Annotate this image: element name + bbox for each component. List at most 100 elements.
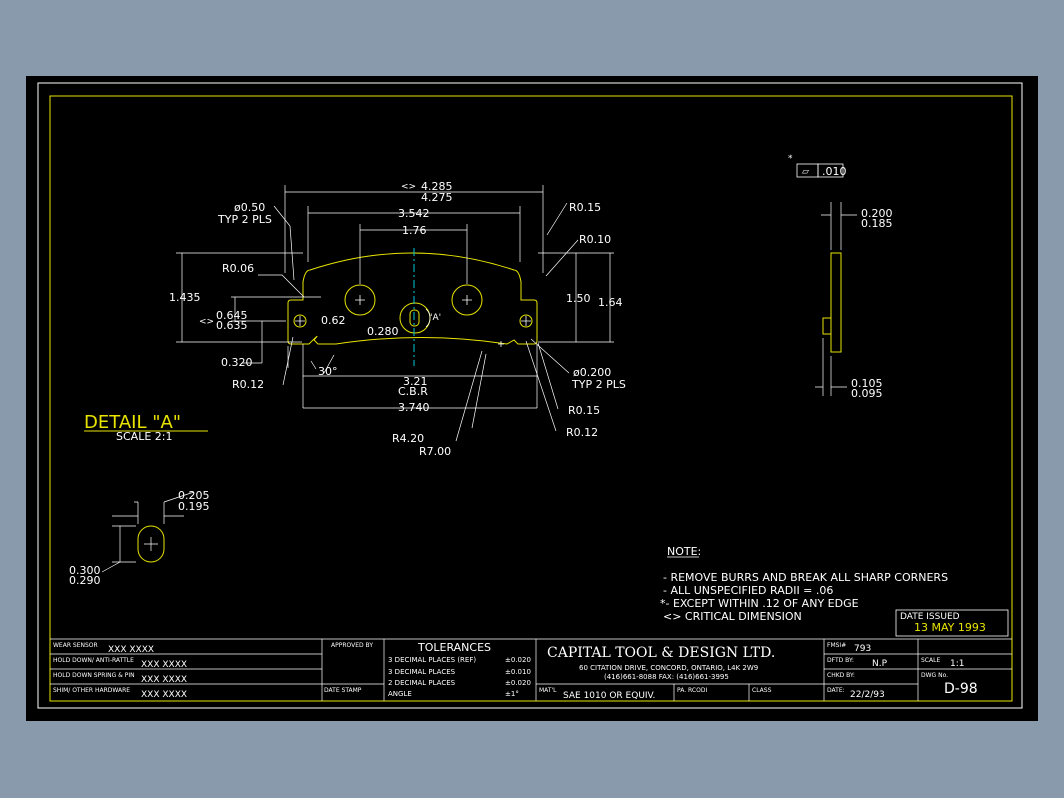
drawn-by-value: N.P (872, 659, 888, 669)
detail-title: DETAIL "A" (84, 412, 181, 433)
detail-0300: 0.300 (69, 564, 101, 577)
date-stamp-label: DATE STAMP (324, 687, 362, 694)
row-value: XXX XXXX (141, 660, 187, 670)
cad-drawing: ▱ .010 * <> 4.285 4.275 3.542 1.76 ø0.50… (37, 82, 1023, 709)
dimension-lines (176, 185, 614, 442)
notes-block: NOTE: - REMOVE BURRS AND BREAK ALL SHARP… (660, 545, 948, 623)
dim-30deg: 30° (318, 365, 338, 378)
detail-a-arc (425, 308, 431, 328)
row-value: XXX XXXX (108, 645, 154, 655)
center-slot (409, 309, 420, 327)
date-value: 22/2/93 (850, 690, 885, 700)
dim-dia050: ø0.50 (234, 201, 265, 214)
tol-value: ±1° (505, 690, 519, 698)
hole-center (399, 302, 431, 334)
dim-4285: 4.285 (421, 180, 453, 193)
detail-slot (137, 525, 165, 563)
row-label: HOLD DOWN/ ANTI-RATTLE (53, 657, 134, 664)
brake-pad-profile (287, 252, 538, 345)
dim-r010: R0.10 (579, 233, 611, 246)
outer-border (37, 82, 1023, 709)
dim-4275: 4.275 (421, 191, 453, 204)
dim-r012-left: R0.12 (232, 378, 264, 391)
inner-border (49, 95, 1013, 702)
pin-hole-left (293, 314, 307, 328)
hole-left (344, 284, 376, 316)
dwg-no-value: D-98 (944, 681, 978, 697)
approved-by-label: APPROVED BY (331, 642, 373, 649)
dim-0645: 0.645 (216, 309, 248, 322)
company-phone: (416)661-8088 FAX: (416)661-3995 (604, 673, 729, 681)
company-name: CAPITAL TOOL & DESIGN LTD. (547, 645, 775, 661)
dim-062: 0.62 (321, 314, 346, 327)
dim-0185: 0.185 (861, 217, 893, 230)
row-value: XXX XXXX (141, 675, 187, 685)
dim-0320: 0.320 (221, 356, 253, 369)
dim-0280: 0.280 (367, 325, 399, 338)
tol-value: ±0.020 (505, 679, 531, 687)
detail-a: DETAIL "A" SCALE 2:1 0.205 0.195 0.300 0… (69, 412, 210, 587)
note-item: - ALL UNSPECIFIED RADII = .06 (663, 584, 833, 597)
dim-321: 3.21 (403, 375, 428, 388)
pad-outline (287, 252, 538, 345)
dim-0095: 0.095 (851, 387, 883, 400)
dim-0200: 0.200 (861, 207, 893, 220)
row-label: HOLD DOWN SPRING & PIN (53, 672, 135, 679)
dim-cbr: C.B.R (398, 385, 428, 398)
fmsi-label: FMSI# (827, 642, 846, 649)
flatness-frame: ▱ .010 * (788, 154, 847, 178)
tol-label: 3 DECIMAL PLACES (388, 668, 456, 676)
fmsi-value: 793 (854, 644, 871, 654)
date-label: DATE: (827, 687, 845, 694)
tol-label: 3 DECIMAL PLACES (REF) (388, 656, 476, 664)
dim-r420: R4.20 (392, 432, 424, 445)
dim-r015-bot: R0.15 (568, 404, 600, 417)
dim-3740: 3.740 (398, 401, 430, 414)
scale-value: 1:1 (950, 659, 964, 669)
matl-label: MAT'L (539, 687, 557, 694)
dim-r006: R0.06 (222, 262, 254, 275)
dim-typ2pls-b: TYP 2 PLS (571, 378, 626, 391)
dim-150: 1.50 (566, 292, 591, 305)
critical-mark-top: <> (401, 182, 416, 192)
dim-dia0200: ø0.200 (573, 366, 611, 379)
scale-label: SCALE (921, 657, 940, 664)
note-item: *- EXCEPT WITHIN .12 OF ANY EDGE (660, 597, 859, 610)
title-block (50, 638, 1012, 701)
dim-164: 1.64 (598, 296, 623, 309)
note-item: <> CRITICAL DIMENSION (663, 610, 802, 623)
row-label: WEAR SENSOR (53, 642, 98, 649)
flatness-symbol: ▱ (802, 167, 809, 177)
dim-r700: R7.00 (419, 445, 451, 458)
tol-label: ANGLE (388, 690, 412, 698)
dim-1435: 1.435 (169, 291, 201, 304)
tolerances-title: TOLERANCES (417, 641, 491, 654)
tol-value: ±0.020 (505, 656, 531, 664)
checked-by-label: CHKD BY: (827, 672, 855, 679)
pin-hole-right (519, 314, 533, 328)
dim-typ2pls: TYP 2 PLS (217, 213, 272, 226)
drawing-sheet: ▱ .010 * <> 4.285 4.275 3.542 1.76 ø0.50… (26, 76, 1038, 721)
flatness-star: * (788, 154, 793, 164)
side-view (815, 202, 857, 396)
date-issued-box: DATE ISSUED 13 MAY 1993 (895, 609, 1009, 637)
detail-0195: 0.195 (178, 500, 210, 513)
tol-label: 2 DECIMAL PLACES (388, 679, 456, 687)
notes-heading: NOTE: (667, 545, 701, 558)
dimension-texts: <> 4.285 4.275 3.542 1.76 ø0.50 TYP 2 PL… (169, 180, 893, 458)
dim-r012-bot: R0.12 (566, 426, 598, 439)
date-issued-value: 13 MAY 1993 (914, 621, 986, 634)
dim-r015-top: R0.15 (569, 201, 601, 214)
detail-0290: 0.290 (69, 574, 101, 587)
detail-scale: SCALE 2:1 (116, 430, 172, 443)
tol-value: ±0.010 (505, 668, 531, 676)
dim-3542: 3.542 (398, 207, 430, 220)
dim-176: 1.76 (402, 224, 427, 237)
hole-crosses (295, 295, 531, 347)
class-label: CLASS (752, 687, 772, 694)
hole-right (451, 284, 483, 316)
row-label: SHIM/ OTHER HARDWARE (53, 687, 130, 694)
critical-mark-left: <> (199, 317, 214, 327)
pa-label: PA. RCODI (677, 687, 707, 694)
drawn-by-label: DFTD BY: (827, 657, 854, 664)
